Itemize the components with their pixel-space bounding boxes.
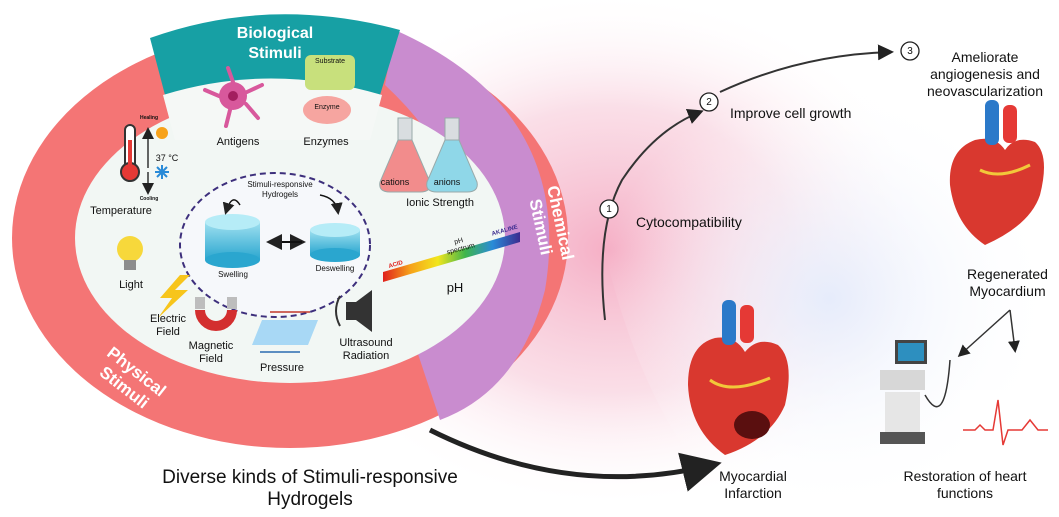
regenerated-heart-icon bbox=[949, 100, 1044, 245]
myocardial-infarction-label: Myocardial Infarction bbox=[719, 468, 787, 501]
step-1-number: 1 bbox=[606, 204, 612, 215]
temp-value-label: 37 °C bbox=[155, 153, 179, 163]
enzyme-label: Enzyme bbox=[314, 104, 340, 111]
center-title-label: Stimuli-responsive Hydrogels bbox=[247, 180, 313, 199]
cations-label: cations bbox=[380, 177, 410, 187]
swelling-hydrogel-icon bbox=[205, 214, 260, 268]
ultrasound-machine-icon bbox=[880, 340, 951, 444]
regenerated-myocardium-label: Regenerated Myocardium bbox=[967, 266, 1048, 299]
antigens-label: Antigens bbox=[216, 136, 260, 148]
swelling-label: Swelling bbox=[218, 270, 248, 279]
step-3-number: 3 bbox=[907, 46, 913, 57]
deswelling-label: Deswelling bbox=[315, 264, 355, 273]
restoration-label: Restoration of heart functions bbox=[903, 468, 1027, 501]
temperature-label: Temperature bbox=[90, 205, 152, 217]
pressure-label: Pressure bbox=[259, 362, 305, 374]
step-3-label: Ameliorate angiogenesis and neovasculari… bbox=[927, 49, 1043, 99]
lightbulb-icon bbox=[117, 236, 143, 270]
infarction-heart-icon bbox=[688, 300, 789, 455]
substrate-label: Substrate bbox=[315, 58, 345, 65]
enzyme-icon bbox=[303, 55, 355, 124]
speaker-icon bbox=[335, 290, 372, 332]
step-1-circle bbox=[599, 199, 619, 219]
anions-label: anions bbox=[433, 177, 461, 187]
cooling-label: Cooling bbox=[139, 196, 159, 202]
step-1-label: Cytocompatibility bbox=[636, 214, 742, 230]
ultrasound-radiation-label: Ultrasound Radiation bbox=[339, 337, 393, 362]
cycle-arrow-left bbox=[222, 199, 241, 215]
step-3-circle bbox=[900, 41, 920, 61]
healing-label: Healing bbox=[139, 115, 159, 121]
flask-anions-icon bbox=[426, 117, 478, 193]
cycle-arrow-right bbox=[319, 194, 343, 215]
ionic-strength-label: Ionic Strength bbox=[406, 197, 474, 209]
regen-to-ecg-arrow bbox=[1007, 309, 1020, 353]
lightning-icon bbox=[158, 275, 190, 318]
progression-arrow-lower bbox=[601, 109, 704, 321]
snowflake-icon bbox=[155, 165, 169, 179]
step-2-label: Improve cell growth bbox=[730, 105, 852, 121]
ph-label: pH bbox=[446, 280, 464, 295]
step-2-number: 2 bbox=[706, 97, 712, 108]
magnet-icon bbox=[195, 297, 237, 331]
thermometer-icon bbox=[120, 124, 140, 182]
deswelling-hydrogel-icon bbox=[310, 223, 360, 262]
pressure-plate-icon bbox=[252, 320, 318, 345]
to-infarction-arrow bbox=[428, 427, 722, 492]
light-label: Light bbox=[119, 279, 143, 291]
enzymes-label: Enzymes bbox=[303, 136, 349, 148]
sun-icon bbox=[156, 127, 168, 139]
ph-spectrum-bar bbox=[383, 232, 520, 282]
figure-caption: Diverse kinds of Stimuli-responsive Hydr… bbox=[162, 467, 458, 510]
regen-to-echo-arrow bbox=[957, 309, 1011, 358]
step-2-circle bbox=[699, 92, 719, 112]
magnetic-field-label: Magnetic Field bbox=[188, 340, 234, 365]
progression-arrow-upper bbox=[719, 44, 894, 93]
biological-section-label: Biological Stimuli bbox=[236, 25, 314, 62]
ecg-chart-icon bbox=[960, 390, 1050, 455]
electric-field-label: Electric Field bbox=[149, 313, 187, 338]
antigen-icon bbox=[203, 66, 264, 128]
